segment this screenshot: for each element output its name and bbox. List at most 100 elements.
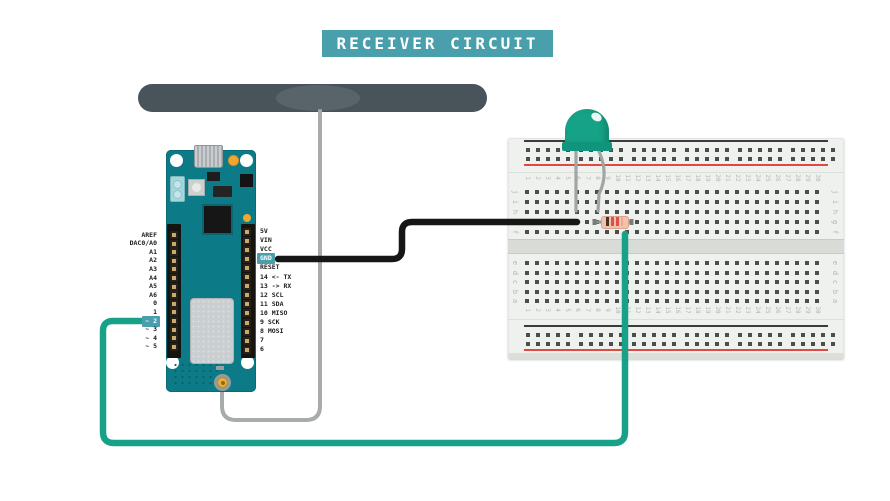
breadboard-hole bbox=[605, 280, 609, 284]
breadboard-hole bbox=[535, 190, 539, 194]
breadboard-hole bbox=[665, 210, 669, 214]
power-rail-hole bbox=[579, 342, 583, 346]
breadboard-hole bbox=[815, 220, 819, 224]
breadboard-hole bbox=[655, 289, 659, 294]
header-pin bbox=[243, 327, 251, 336]
breadboard-hole bbox=[655, 190, 659, 194]
breadboard-hole bbox=[765, 270, 769, 275]
power-rail-hole bbox=[556, 333, 560, 337]
power-rail-line bbox=[524, 140, 828, 142]
header-pin bbox=[243, 336, 251, 345]
breadboard-hole bbox=[645, 190, 649, 194]
resistor bbox=[601, 216, 629, 229]
breadboard-hole bbox=[555, 220, 559, 224]
breadboard-hole bbox=[745, 270, 749, 275]
breadboard-hole bbox=[785, 230, 789, 234]
breadboard-hole bbox=[675, 230, 679, 234]
breadboard-hole bbox=[575, 270, 579, 275]
header-pin bbox=[243, 282, 251, 291]
breadboard-hole bbox=[555, 280, 559, 284]
breadboard-hole bbox=[745, 261, 749, 265]
breadboard-hole bbox=[635, 200, 639, 204]
breadboard-hole bbox=[635, 289, 639, 294]
column-number: 14 bbox=[654, 306, 661, 314]
power-rail-hole bbox=[599, 342, 603, 346]
column-number: 4 bbox=[554, 308, 561, 312]
breadboard-hole bbox=[655, 210, 659, 214]
breadboard-hole bbox=[585, 220, 589, 224]
header-pin bbox=[170, 308, 178, 317]
breadboard-hole bbox=[585, 280, 589, 284]
pin-label-gnd: GND bbox=[257, 253, 275, 265]
power-rail-hole bbox=[619, 157, 623, 161]
breadboard-hole bbox=[775, 270, 779, 275]
pin-label-aref: AREF bbox=[141, 230, 157, 239]
power-rail-hole bbox=[632, 157, 636, 161]
breadboard-hole bbox=[745, 299, 749, 303]
breadboard-hole bbox=[645, 220, 649, 224]
breadboard-hole bbox=[785, 280, 789, 284]
title-banner: RECEIVER CIRCUIT bbox=[322, 30, 553, 57]
pin-label-a2: A2 bbox=[149, 256, 157, 265]
breadboard-hole bbox=[595, 270, 599, 275]
power-rail-hole bbox=[738, 333, 742, 337]
breadboard-hole bbox=[685, 289, 689, 294]
breadboard-hole bbox=[525, 299, 529, 303]
breadboard-hole bbox=[625, 261, 629, 265]
power-rail-hole bbox=[685, 157, 689, 161]
breadboard-hole bbox=[805, 220, 809, 224]
breadboard-hole bbox=[645, 210, 649, 214]
power-rail-hole bbox=[811, 157, 815, 161]
pin-label-a1: A1 bbox=[149, 247, 157, 256]
breadboard-hole bbox=[605, 289, 609, 294]
row-letter: b bbox=[831, 289, 839, 294]
breadboard-hole bbox=[725, 289, 729, 294]
power-rail-hole bbox=[589, 333, 593, 337]
breadboard-hole bbox=[635, 270, 639, 275]
column-number: 30 bbox=[814, 174, 821, 182]
breadboard-hole bbox=[615, 289, 619, 294]
breadboard-hole bbox=[745, 220, 749, 224]
power-rail-hole bbox=[821, 148, 825, 152]
breadboard-hole bbox=[675, 220, 679, 224]
power-rail-hole bbox=[738, 342, 742, 346]
pin-label-10miso: 10 MISO bbox=[260, 308, 288, 317]
header-pin bbox=[170, 334, 178, 343]
breadboard-hole bbox=[755, 200, 759, 204]
column-number: 11 bbox=[624, 174, 631, 182]
breadboard-hole bbox=[725, 190, 729, 194]
pin-label-14tx: 14 <- TX bbox=[260, 272, 292, 281]
breadboard-hole bbox=[695, 220, 699, 224]
breadboard-hole bbox=[525, 280, 529, 284]
separator-line bbox=[508, 319, 844, 320]
breadboard-hole bbox=[805, 280, 809, 284]
column-number: 26 bbox=[774, 306, 781, 314]
header-pin bbox=[243, 318, 251, 327]
breadboard-hole bbox=[605, 200, 609, 204]
breadboard-hole bbox=[715, 190, 719, 194]
power-rail-hole bbox=[619, 148, 623, 152]
breadboard-hole bbox=[575, 261, 579, 265]
status-led bbox=[243, 214, 251, 222]
power-rail-hole bbox=[705, 342, 709, 346]
breadboard-hole bbox=[545, 230, 549, 234]
pin-label-8mosi: 8 MOSI bbox=[260, 327, 284, 336]
column-number: 30 bbox=[814, 306, 821, 314]
breadboard-hole bbox=[575, 200, 579, 204]
pin-label-0: 0 bbox=[153, 299, 157, 308]
power-rail-hole bbox=[546, 333, 550, 337]
breadboard-hole bbox=[715, 289, 719, 294]
row-letter: i bbox=[831, 199, 839, 205]
column-number: 7 bbox=[584, 308, 591, 312]
breadboard-hole bbox=[605, 190, 609, 194]
power-rail-hole bbox=[662, 342, 666, 346]
rail-plus-marker bbox=[833, 340, 841, 348]
header-pin bbox=[243, 236, 251, 245]
breadboard-hole bbox=[625, 270, 629, 275]
power-rail-hole bbox=[526, 342, 530, 346]
breadboard-hole bbox=[765, 200, 769, 204]
breadboard-hole bbox=[755, 289, 759, 294]
breadboard-hole bbox=[725, 270, 729, 275]
breadboard-hole bbox=[525, 261, 529, 265]
breadboard-hole bbox=[815, 289, 819, 294]
